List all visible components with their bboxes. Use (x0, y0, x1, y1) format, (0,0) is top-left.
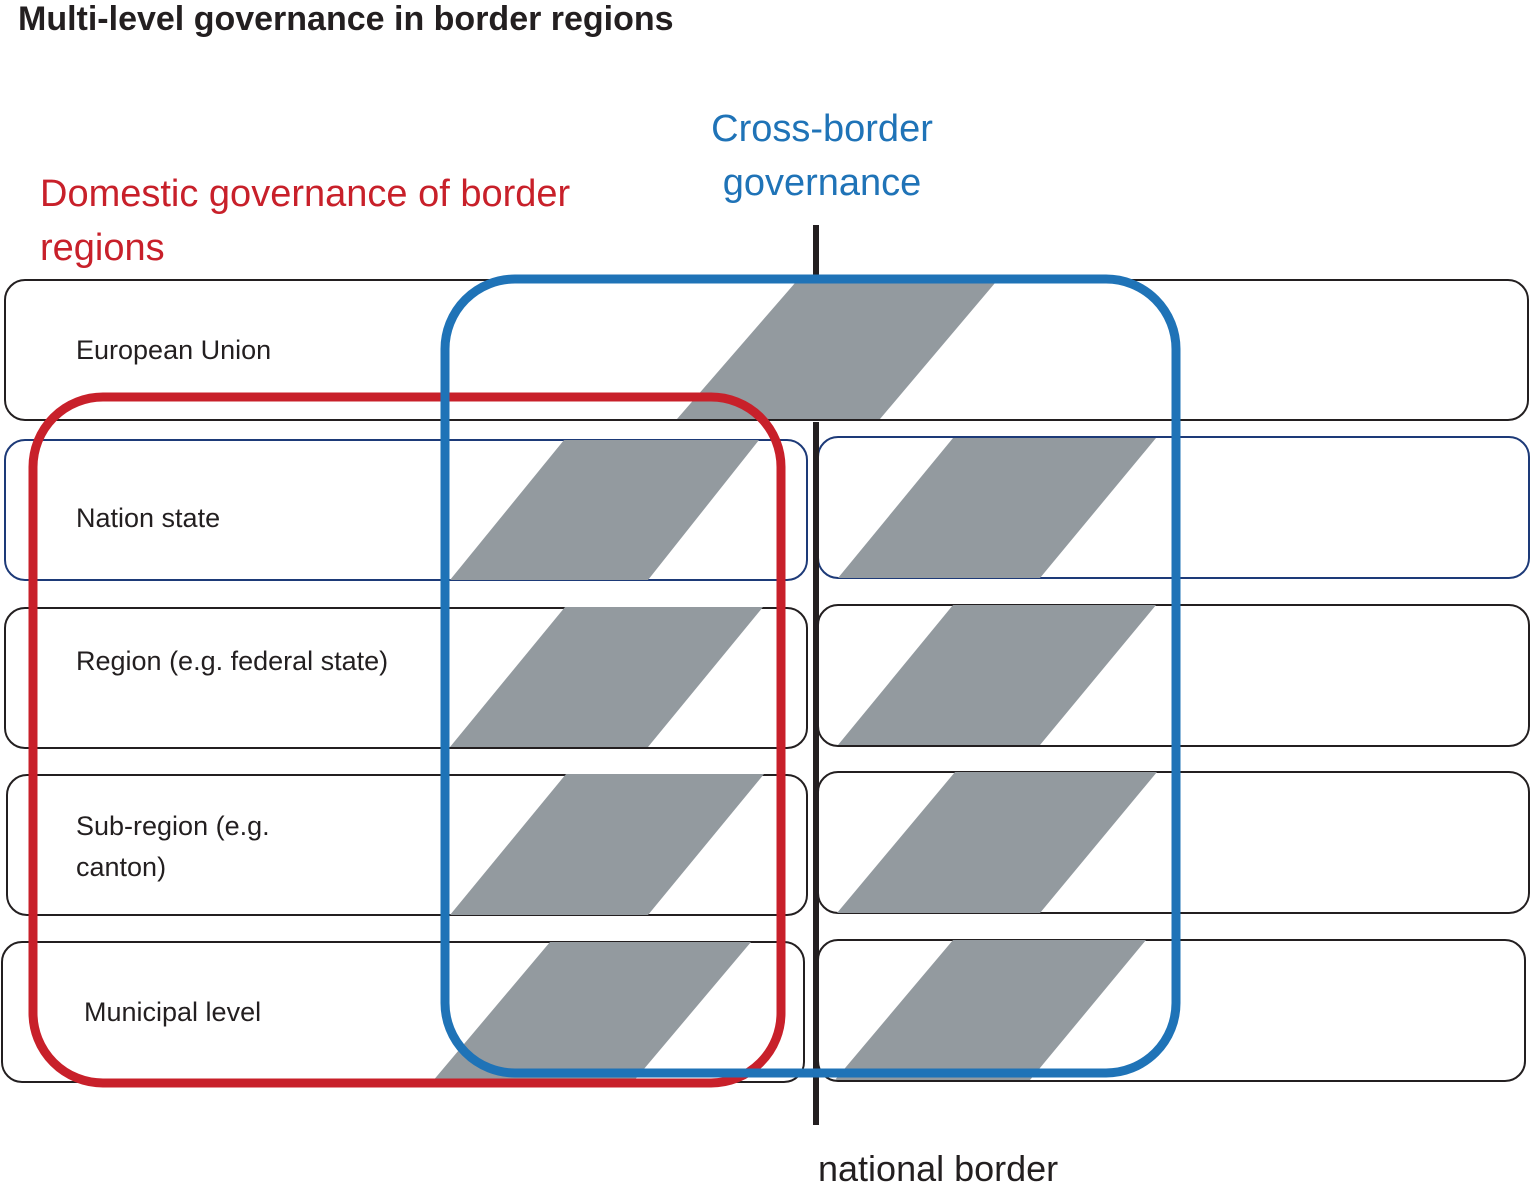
subregion-overlap-band-left (450, 774, 764, 915)
nation-level-label: Nation state (76, 503, 220, 533)
subregion-overlap-band-right (837, 772, 1157, 913)
diagram-title: Multi-level governance in border regions (18, 0, 674, 38)
domestic-governance-frame (28, 392, 786, 1088)
cross-border-governance-label-line: governance (723, 162, 922, 204)
eu-overlap-band (677, 283, 995, 419)
nation-level-label-line: Nation state (76, 503, 220, 533)
subregion-level-label: Sub-region (e.g. canton) (76, 811, 270, 882)
subregion-level-label-line: canton) (76, 852, 166, 882)
region-overlap-band-left (450, 607, 763, 747)
municipal-overlap-band-left (432, 942, 751, 1082)
governance-frames (28, 274, 1181, 1088)
cross-border-governance-label: Cross-border governance (711, 108, 933, 204)
domestic-governance-label-line: regions (40, 227, 165, 269)
eu-level-label-line: European Union (76, 335, 271, 365)
nation-overlap-band-left (450, 440, 759, 580)
text-labels: Multi-level governance in border regions… (18, 0, 1058, 1183)
municipal-level-label-line: Municipal level (84, 997, 261, 1027)
municipal-level-label: Municipal level (84, 997, 261, 1027)
region-level-label: Region (e.g. federal state) (76, 646, 388, 676)
region-overlap-band-right (838, 605, 1156, 745)
cross-border-governance-label-line: Cross-border (711, 108, 933, 150)
domestic-governance-label: Domestic governance of border regions (40, 173, 571, 269)
domestic-governance-label-line: Domestic governance of border (40, 173, 571, 215)
municipal-overlap-band-right (835, 940, 1146, 1080)
subregion-level-label-line: Sub-region (e.g. (76, 811, 270, 841)
nation-overlap-band-right (838, 438, 1156, 578)
cross-border-governance-frame (440, 274, 1181, 1078)
region-level-label-line: Region (e.g. federal state) (76, 646, 388, 676)
national-border-label: national border (818, 1148, 1058, 1183)
eu-level-label: European Union (76, 335, 271, 365)
overlap-bands (432, 283, 1157, 1082)
